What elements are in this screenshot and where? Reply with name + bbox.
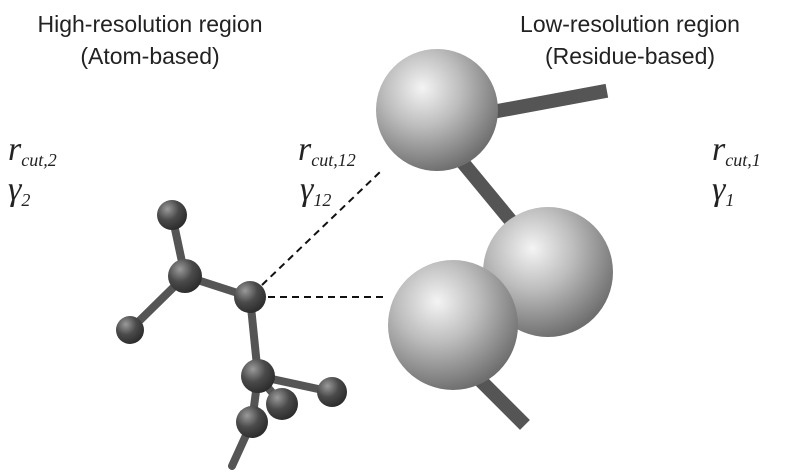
- atom: [157, 200, 187, 230]
- residue-beads: [376, 49, 613, 390]
- high-res-subtitle: (Atom-based): [80, 43, 219, 69]
- high-res-title: High-resolution region: [37, 11, 262, 37]
- low-cutoff-label: rcut,1: [712, 131, 761, 170]
- interaction-lines: [261, 171, 388, 298]
- high-gamma-label: γ2: [8, 171, 30, 210]
- atom: [236, 406, 268, 438]
- atom: [266, 388, 298, 420]
- interface-gamma-label: γ12: [300, 171, 331, 210]
- atom: [234, 281, 266, 313]
- atom-bonds: [126, 211, 336, 470]
- low-res-subtitle: (Residue-based): [545, 43, 715, 69]
- atom: [241, 359, 275, 393]
- high-cutoff-label: rcut,2: [8, 131, 57, 170]
- low-gamma-label: γ1: [712, 171, 734, 210]
- atom: [168, 259, 202, 293]
- interaction-line-upper: [261, 171, 381, 286]
- low-res-title: Low-resolution region: [520, 11, 740, 37]
- atoms: [116, 200, 347, 438]
- atom: [317, 377, 347, 407]
- residue-bead: [376, 49, 498, 171]
- atom: [116, 316, 144, 344]
- interface-cutoff-label: rcut,12: [298, 131, 356, 170]
- residue-bead: [483, 207, 613, 337]
- residue-bead: [388, 260, 518, 390]
